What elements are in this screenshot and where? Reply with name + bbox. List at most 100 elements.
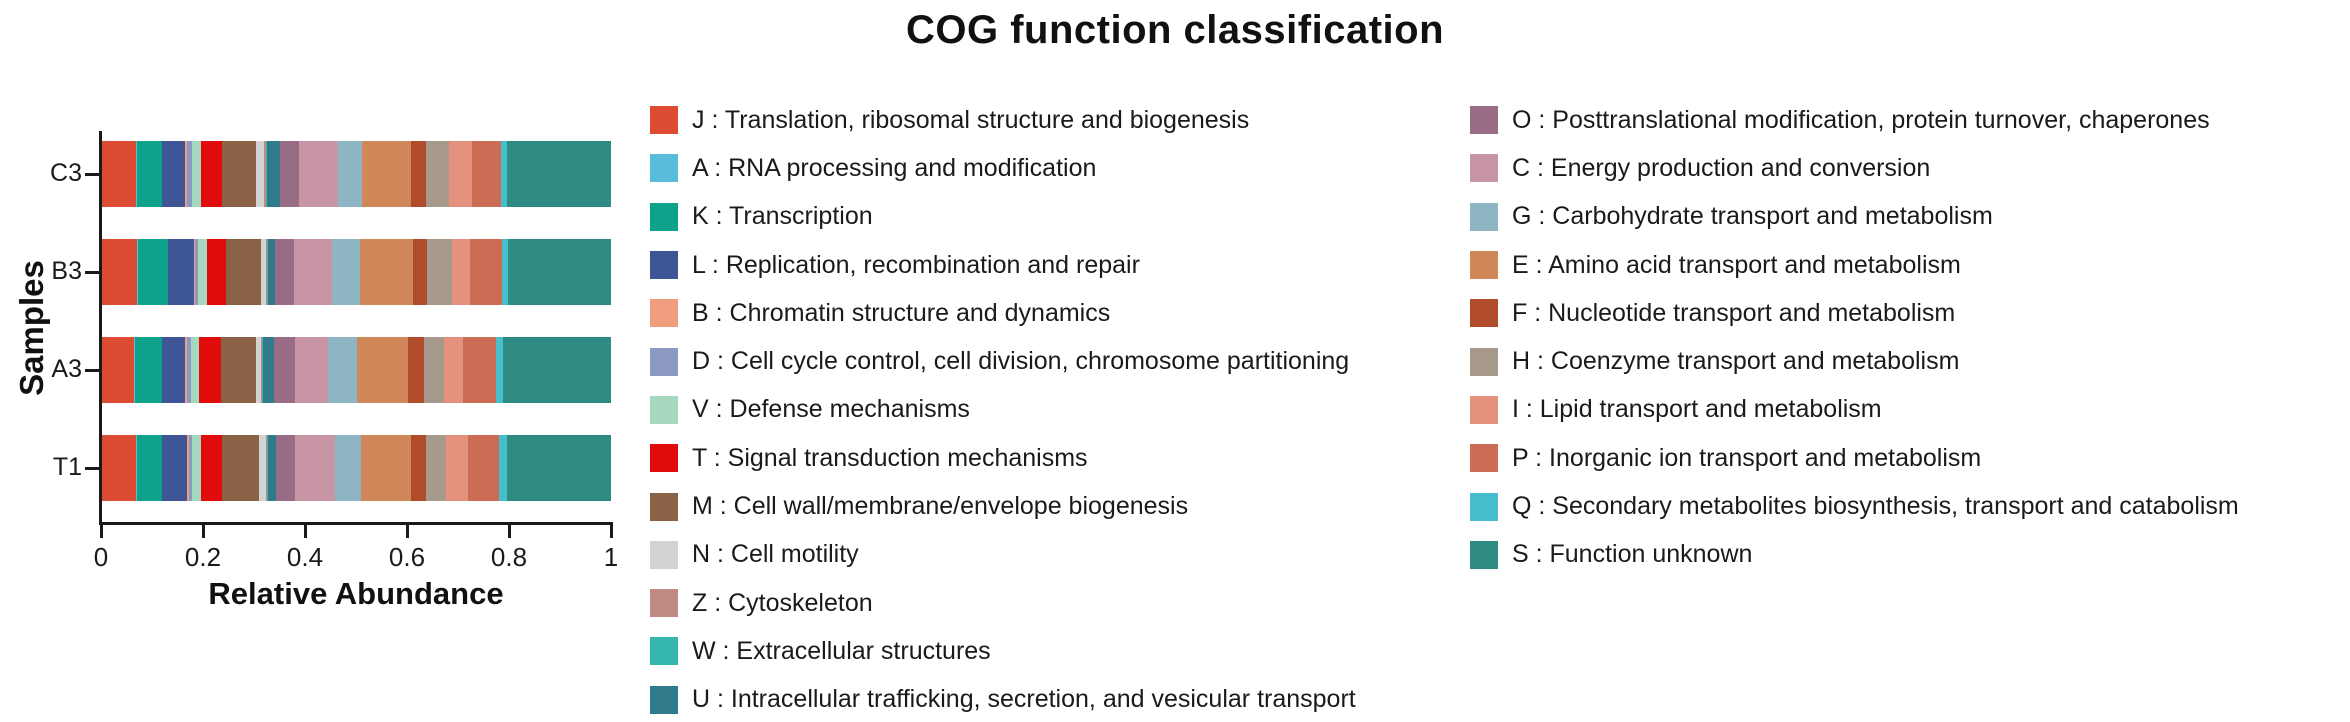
bar-segment-A3-P bbox=[463, 337, 496, 403]
legend-swatch-F bbox=[1470, 299, 1498, 328]
bar-segment-A3-H bbox=[423, 337, 444, 403]
bar-segment-T1-C bbox=[295, 435, 335, 501]
bar-segment-B3-P bbox=[469, 239, 502, 305]
bar-segment-C3-J bbox=[102, 141, 137, 207]
x-tick-0.4 bbox=[303, 525, 307, 538]
y-tick-B3 bbox=[85, 270, 99, 274]
bar-segment-B3-F bbox=[413, 239, 428, 305]
legend-label-A: A : RNA processing and modification bbox=[692, 153, 1097, 182]
bar-segment-C3-F bbox=[411, 141, 427, 207]
bar-segment-C3-K bbox=[137, 141, 163, 207]
legend-label-U: U : Intracellular trafficking, secretion… bbox=[692, 685, 1356, 714]
bar-segment-C3-G bbox=[338, 141, 363, 207]
legend-item-B: B : Chromatin structure and dynamics bbox=[650, 289, 1356, 337]
bar-segment-B3-L bbox=[167, 239, 194, 305]
legend-item-F: F : Nucleotide transport and metabolism bbox=[1470, 289, 2239, 337]
bar-segment-A3-T bbox=[199, 337, 221, 403]
x-tick-label-0.8: 0.8 bbox=[490, 542, 528, 572]
legend-label-C: C : Energy production and conversion bbox=[1512, 153, 1931, 182]
stacked-bar-A3 bbox=[102, 337, 611, 403]
bar-segment-B3-E bbox=[359, 239, 414, 305]
stacked-bar-T1 bbox=[102, 435, 611, 501]
bar-segment-T1-L bbox=[162, 435, 188, 501]
bar-segment-A3-Q bbox=[495, 337, 503, 403]
bar-segment-A3-W bbox=[262, 337, 264, 403]
bar-segment-B3-W bbox=[266, 239, 268, 305]
legend-label-O: O : Posttranslational modification, prot… bbox=[1512, 105, 2210, 134]
bar-segment-B3-Z bbox=[265, 239, 267, 305]
bar-segment-T1-M bbox=[221, 435, 260, 501]
bar-segment-A3-K bbox=[134, 337, 163, 403]
bar-segment-A3-E bbox=[356, 337, 409, 403]
bar-segment-T1-G bbox=[334, 435, 361, 501]
legend-item-S: S : Function unknown bbox=[1470, 531, 2239, 579]
bar-segment-A3-D bbox=[186, 337, 191, 403]
legend-label-F: F : Nucleotide transport and metabolism bbox=[1512, 298, 1956, 327]
bar-segment-A3-J bbox=[102, 337, 134, 403]
bar-segment-C3-C bbox=[298, 141, 339, 207]
legend-label-W: W : Extracellular structures bbox=[692, 636, 991, 665]
y-tick-label-B3: B3 bbox=[51, 257, 82, 285]
legend-item-P: P : Inorganic ion transport and metaboli… bbox=[1470, 434, 2239, 482]
bar-segment-T1-S bbox=[507, 435, 611, 501]
legend-item-G: G : Carbohydrate transport and metabolis… bbox=[1470, 193, 2239, 241]
legend-swatch-W bbox=[650, 637, 678, 666]
legend-swatch-M bbox=[650, 492, 678, 521]
bar-segment-B3-J bbox=[102, 239, 137, 305]
legend-item-A: A : RNA processing and modification bbox=[650, 144, 1356, 192]
bar-segment-C3-Z bbox=[264, 141, 266, 207]
y-tick-C3 bbox=[85, 172, 99, 176]
bar-segment-T1-E bbox=[360, 435, 411, 501]
bar-segment-C3-W bbox=[265, 141, 268, 207]
legend-swatch-Q bbox=[1470, 492, 1498, 521]
bar-segment-T1-O bbox=[275, 435, 296, 501]
bar-segment-C3-E bbox=[362, 141, 412, 207]
legend-label-B: B : Chromatin structure and dynamics bbox=[692, 298, 1111, 327]
bar-segment-A3-V bbox=[190, 337, 200, 403]
legend-column-2: O : Posttranslational modification, prot… bbox=[1470, 96, 2239, 579]
legend-item-Q: Q : Secondary metabolites biosynthesis, … bbox=[1470, 482, 2239, 530]
y-tick-T1 bbox=[85, 466, 99, 470]
bar-segment-C3-M bbox=[222, 141, 257, 207]
legend-label-H: H : Coenzyme transport and metabolism bbox=[1512, 347, 1960, 376]
legend-item-Z: Z : Cytoskeleton bbox=[650, 579, 1356, 627]
legend-label-L: L : Replication, recombination and repai… bbox=[692, 250, 1140, 279]
y-axis-line bbox=[99, 131, 102, 525]
legend-swatch-B bbox=[650, 299, 678, 328]
legend-swatch-H bbox=[1470, 347, 1498, 376]
bar-segment-T1-D bbox=[189, 435, 193, 501]
bar-segment-C3-N bbox=[256, 141, 265, 207]
legend-label-G: G : Carbohydrate transport and metabolis… bbox=[1512, 202, 1993, 231]
x-tick-0.8 bbox=[507, 525, 511, 538]
legend-item-V: V : Defense mechanisms bbox=[650, 386, 1356, 434]
bar-segment-C3-P bbox=[471, 141, 501, 207]
stacked-bar-B3 bbox=[102, 239, 611, 305]
x-tick-label-0.6: 0.6 bbox=[388, 542, 426, 572]
legend-label-E: E : Amino acid transport and metabolism bbox=[1512, 250, 1961, 279]
legend-swatch-U bbox=[650, 685, 678, 714]
bar-segment-T1-N bbox=[259, 435, 266, 501]
bar-segment-C3-T bbox=[201, 141, 223, 207]
bar-segment-A3-N bbox=[255, 337, 262, 403]
legend-swatch-L bbox=[650, 251, 678, 280]
bar-segment-A3-G bbox=[328, 337, 357, 403]
legend-swatch-C bbox=[1470, 154, 1498, 183]
bar-segment-T1-Q bbox=[498, 435, 508, 501]
bar-segment-A3-I bbox=[443, 337, 464, 403]
x-tick-label-0.2: 0.2 bbox=[184, 542, 222, 572]
legend-swatch-Z bbox=[650, 589, 678, 618]
bar-segment-T1-I bbox=[446, 435, 468, 501]
legend-item-W: W : Extracellular structures bbox=[650, 627, 1356, 675]
legend-label-N: N : Cell motility bbox=[692, 540, 859, 569]
legend-item-H: H : Coenzyme transport and metabolism bbox=[1470, 337, 2239, 385]
stacked-bar-C3 bbox=[102, 141, 611, 207]
bar-segment-B3-G bbox=[332, 239, 360, 305]
legend-item-L: L : Replication, recombination and repai… bbox=[650, 241, 1356, 289]
bar-segment-T1-F bbox=[410, 435, 427, 501]
bar-segment-B3-N bbox=[260, 239, 266, 305]
bar-segment-B3-M bbox=[226, 239, 261, 305]
bar-segment-C3-I bbox=[448, 141, 472, 207]
bar-segment-T1-Z bbox=[265, 435, 267, 501]
legend-swatch-V bbox=[650, 395, 678, 424]
y-tick-label-T1: T1 bbox=[52, 453, 82, 481]
